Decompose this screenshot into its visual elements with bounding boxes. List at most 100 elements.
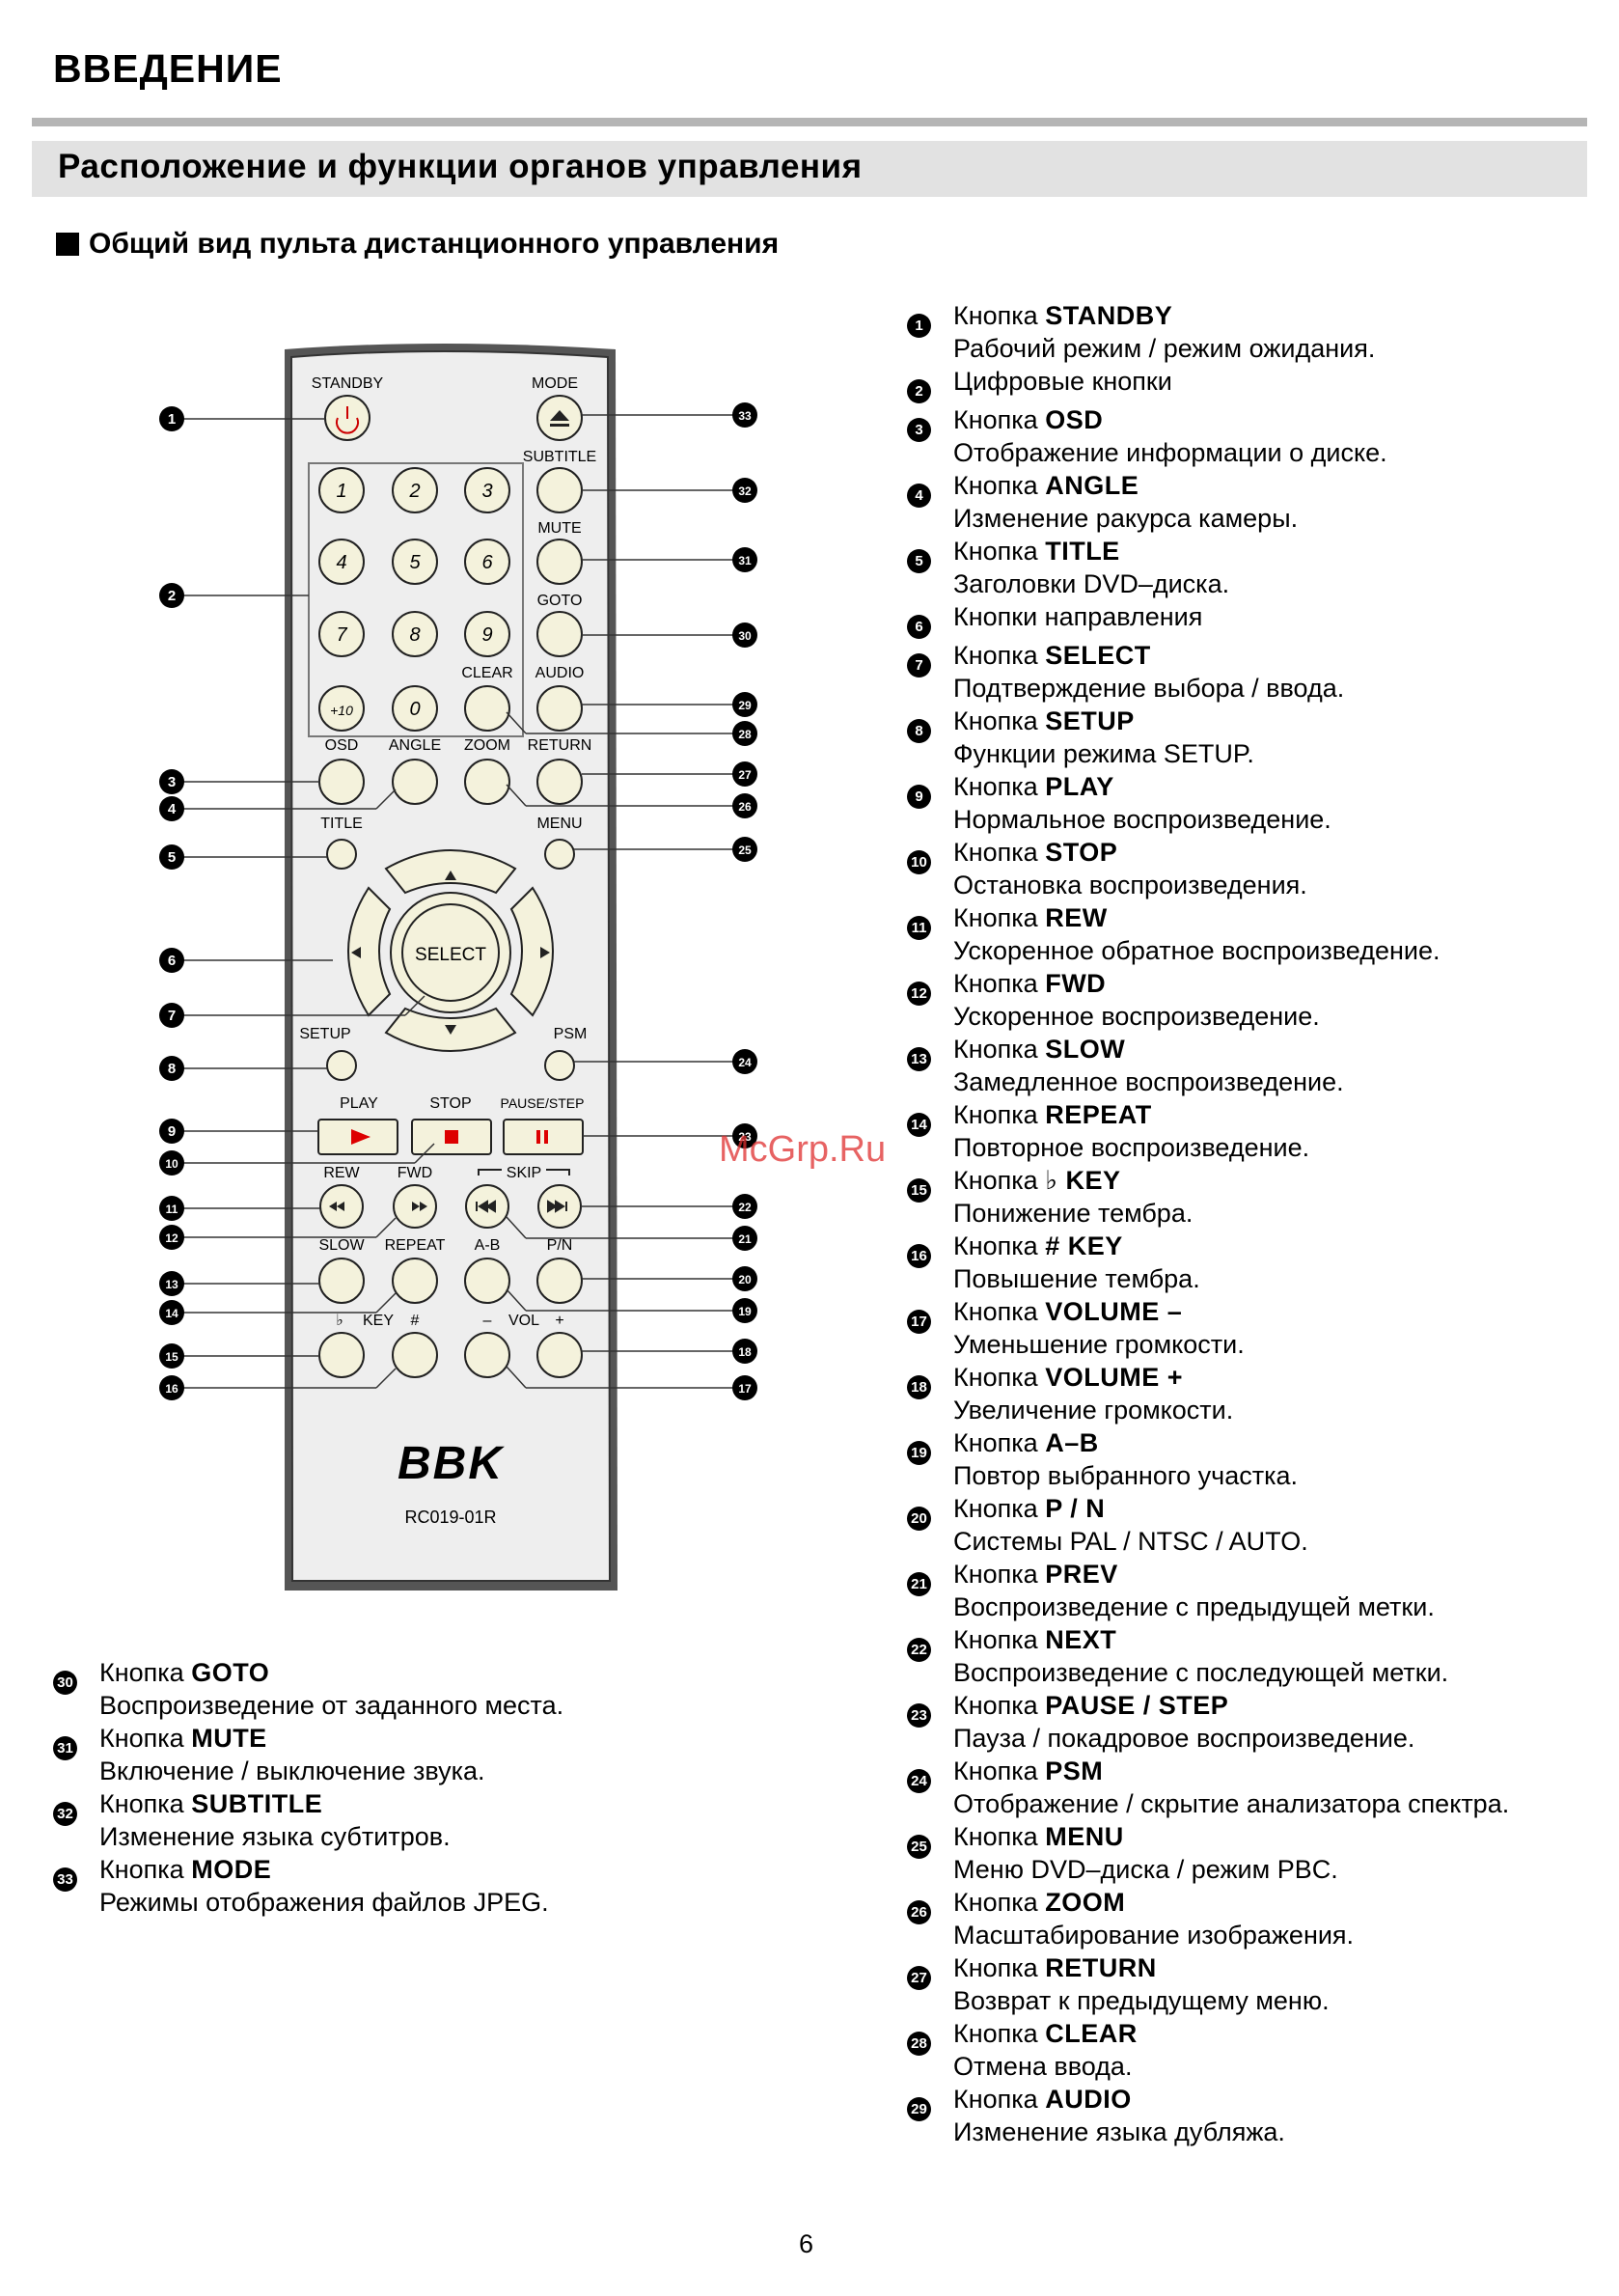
callout-badge	[732, 478, 757, 503]
legend-number-badge: 23	[907, 1703, 931, 1728]
subtitle-button	[536, 467, 583, 513]
vol-plus-button	[536, 1332, 583, 1378]
legend-number-badge: 11	[907, 916, 931, 940]
callout-badge	[159, 1375, 184, 1400]
watermark: McGrp.Ru	[719, 1129, 887, 1170]
legend-key: GOTO	[191, 1658, 270, 1687]
vol-minus-button	[464, 1332, 510, 1378]
subsection-text: Общий вид пульта дистанционного управлен…	[89, 228, 780, 260]
callout-badge	[732, 761, 757, 787]
legend-description: Остановка воспроизведения.	[953, 871, 1307, 899]
digit-label: 5	[409, 552, 421, 573]
label-pn: P/N	[547, 1237, 573, 1254]
legend-description: Отображение информации о диске.	[953, 438, 1387, 467]
power-icon	[336, 417, 359, 434]
legend-label: Цифровые кнопки	[953, 367, 1172, 396]
legend-number-badge: 31	[53, 1736, 77, 1760]
remote-control-diagram: STANDBY MODE SUBTITLE MUTE GOTO CLEAR AU…	[159, 344, 757, 1591]
digit-button	[464, 539, 510, 585]
legend-key: MODE	[191, 1855, 272, 1884]
digit-button	[392, 685, 438, 732]
callout-badge	[159, 948, 184, 973]
digit-label: 8	[409, 624, 420, 646]
digit-label: 6	[481, 552, 493, 573]
legend-label: Кнопки направления	[953, 602, 1203, 631]
angle-button	[392, 759, 438, 805]
callout-number: 9	[168, 1123, 176, 1140]
callout-badge	[732, 692, 757, 717]
callout-badge	[732, 793, 757, 818]
fwd-icon	[412, 1202, 427, 1211]
label-title: TITLE	[320, 816, 363, 832]
callout-number: 26	[738, 800, 752, 814]
legend-label: Кнопка	[953, 471, 1046, 500]
legend-number-badge: 15	[907, 1178, 931, 1203]
label-skip: SKIP	[507, 1165, 541, 1181]
legend-label: Кнопка	[953, 1100, 1046, 1129]
legend-number: 5	[907, 540, 953, 600]
menu-button	[544, 839, 575, 870]
legend-key: MENU	[1045, 1822, 1124, 1851]
callout-number: 8	[168, 1061, 176, 1077]
legend-number: 24	[907, 1760, 953, 1820]
page-number: 6	[799, 2229, 814, 2258]
callout-number: 6	[168, 953, 176, 969]
legend-description: Воспроизведение с последующей метки.	[953, 1658, 1449, 1687]
legend-number: 19	[907, 1432, 953, 1492]
clear-button	[464, 685, 510, 732]
legend-key: PREV	[1045, 1560, 1118, 1589]
digit-button	[392, 467, 438, 513]
legend-number: 13	[907, 1038, 953, 1098]
right-button	[509, 886, 554, 1017]
label-pause: PAUSE/STEP	[501, 1095, 585, 1111]
legend-number: 21	[907, 1563, 953, 1623]
legend-description: Режимы отображения файлов JPEG.	[99, 1888, 549, 1917]
legend-number-badge: 1	[907, 314, 931, 338]
legend-text: Кнопка VOLUME –Уменьшение громкости.	[953, 1295, 1245, 1361]
digit-button	[318, 467, 365, 513]
pause-button	[503, 1119, 584, 1155]
legend-key: ANGLE	[1045, 471, 1139, 500]
legend-key: NEXT	[1045, 1625, 1117, 1654]
legend-number-badge: 24	[907, 1769, 931, 1793]
callout-number: 20	[738, 1273, 752, 1286]
label-slow: SLOW	[318, 1237, 365, 1254]
legend-number-badge: 25	[907, 1835, 931, 1859]
legend-number-badge: 29	[907, 2097, 931, 2121]
callout-badge	[159, 796, 184, 821]
legend-number: 27	[907, 1957, 953, 2017]
legend-description: Воспроизведение с предыдущей метки.	[953, 1592, 1435, 1621]
legend-key: RETURN	[1045, 1953, 1157, 1982]
label-return: RETURN	[528, 737, 592, 754]
legend-number: 25	[907, 1826, 953, 1886]
label-mode: MODE	[532, 375, 578, 392]
legend-label: Кнопка	[99, 1658, 192, 1687]
legend-label: Кнопка	[953, 1953, 1046, 1982]
callout-number: 4	[168, 801, 177, 817]
callout-number: 13	[165, 1278, 178, 1291]
legend-label: Кнопка	[953, 1231, 1046, 1260]
legend-description: Ускоренное воспроизведение.	[953, 1002, 1320, 1031]
legend-label: Кнопка	[953, 1363, 1046, 1392]
digit-button	[464, 467, 510, 513]
legend-number: 15	[907, 1170, 953, 1230]
legend-number-badge: 8	[907, 719, 931, 743]
callout-number: 15	[165, 1350, 178, 1364]
legend-number-badge: 20	[907, 1507, 931, 1531]
legend-number-badge: 16	[907, 1244, 931, 1268]
legend-number: 14	[907, 1104, 953, 1164]
